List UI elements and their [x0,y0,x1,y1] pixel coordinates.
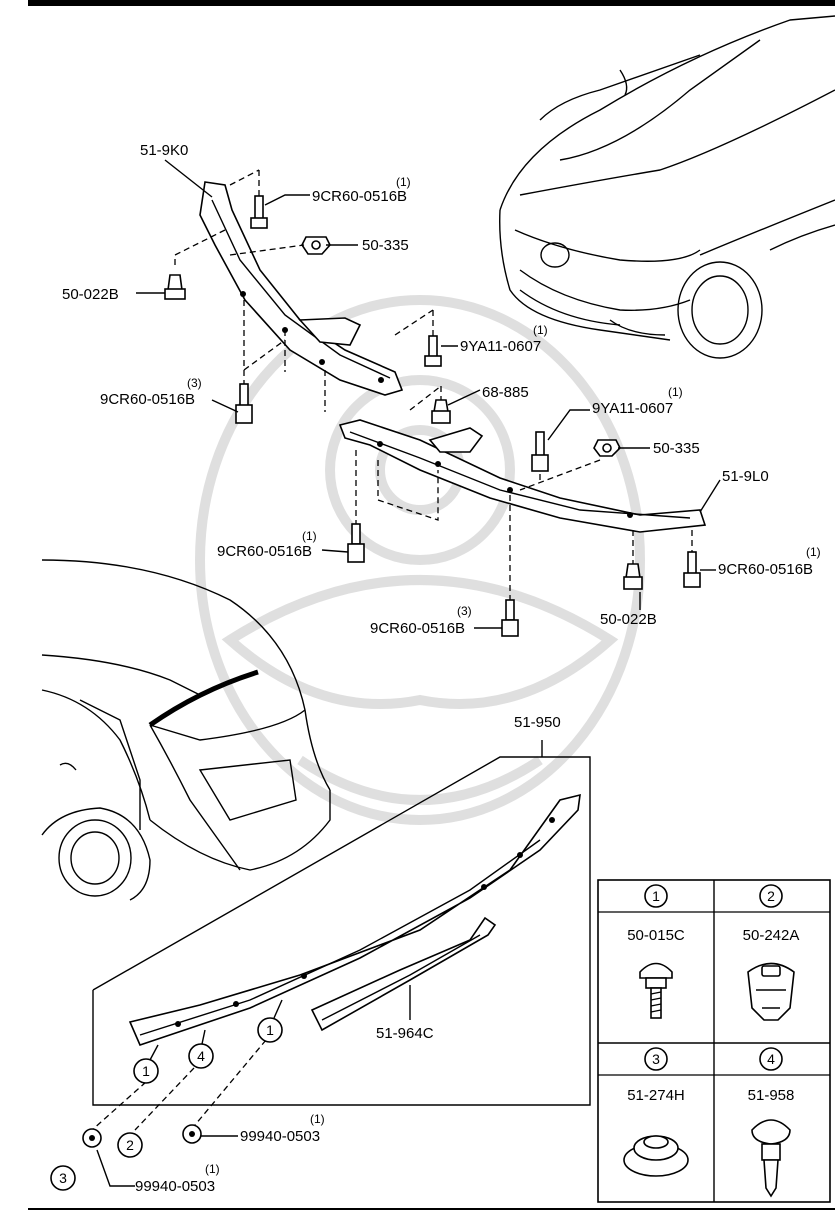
label-cap-b: 99940-0503 [135,1178,215,1195]
qty-screw-right: (1) [668,385,683,399]
label-bolt-far-right: 9CR60-0516B [718,561,813,578]
rear-car-illustration [41,559,331,901]
qty-bolt-center: (1) [302,529,317,543]
callout-circle: 4 [188,1043,214,1069]
clip-icon [164,274,186,300]
qty-bolt-tl: (1) [396,175,411,189]
legend-cell-3: 3 51-274H [623,1047,689,1177]
cap-icon [82,1128,102,1148]
label-bolt-center: 9CR60-0516B [217,543,312,560]
qty-cap-b: (1) [205,1162,220,1176]
legend-number: 4 [767,1051,775,1067]
clip-icon [623,563,643,590]
label-nut-right: 50-335 [653,440,700,457]
qty-cap-a: (1) [310,1112,325,1126]
bolt-icon [683,551,701,588]
legend-cell-2: 2 50-242A [743,884,800,1021]
svg-text:3: 3 [59,1170,67,1186]
cap-fasteners [82,1124,202,1148]
legend-cell-1: 1 50-015C [627,884,685,1019]
label-brace-51-964C: 51-964C [376,1025,434,1042]
screw-icon [424,335,442,367]
label-cap-a: 99940-0503 [240,1128,320,1145]
bolt-icon [250,195,268,229]
svg-text:1: 1 [142,1063,150,1079]
shield-51-9K0 [199,181,404,396]
nut-icon [593,439,621,457]
label-screw-right: 9YA11-0607 [592,400,673,417]
svg-text:4: 4 [197,1048,205,1064]
label-clip-right: 50-022B [600,611,657,628]
alignment-lines-upper [174,169,693,600]
legend-part-number: 51-274H [627,1087,685,1104]
label-shield-51-9K0: 51-9K0 [140,142,188,159]
label-clip-mid: 68-885 [482,384,529,401]
callouts-lower: 1 4 1 2 3 [50,1017,283,1191]
legend-number: 1 [652,888,660,904]
spoiler-group [92,756,591,1106]
top-border [28,0,835,6]
push-rivet-icon [639,962,673,1019]
fastener-legend-table: 1 50-015C 2 50-242A 3 51-274H [597,879,831,1203]
callout-circle: 1 [257,1017,283,1043]
qty-bolt-far-right: (1) [806,545,821,559]
watermark-emblem [195,295,645,825]
callout-circle: 3 [50,1165,76,1191]
qty-bolt-left-low: (3) [187,376,202,390]
leader-lines-lower [91,740,543,1187]
label-bolt-tl: 9CR60-0516B [312,188,407,205]
labels-lower: 51-950 51-964C (1) 99940-0503 (1) 99940-… [135,714,561,1195]
label-spoiler-51-950: 51-950 [514,714,561,731]
bottom-border [28,1208,835,1210]
nut-icon [301,236,331,255]
clip-icon [431,399,451,424]
svg-text:2: 2 [126,1137,134,1153]
label-nut-top: 50-335 [362,237,409,254]
bolt-icon [347,523,365,563]
legend-part-number: 51-958 [748,1087,795,1104]
shield-51-9L0 [338,419,707,533]
screw-icon [531,431,549,472]
legend-number: 3 [652,1051,660,1067]
label-clip-left: 50-022B [62,286,119,303]
square-grommet-icon [747,962,795,1021]
legend-number: 2 [767,888,775,904]
fastener-bolts-upper [164,195,701,637]
bolt-icon [501,599,519,637]
qty-bolt-bottom: (3) [457,604,472,618]
legend-part-number: 50-015C [627,927,685,944]
label-bolt-bottom: 9CR60-0516B [370,620,465,637]
callout-circle: 2 [117,1132,143,1158]
leader-lines-upper [136,159,721,629]
labels-upper: 51-9K0 (1) 9CR60-0516B 50-335 50-022B (1… [62,142,821,637]
label-shield-51-9L0: 51-9L0 [722,468,769,485]
label-bolt-left-low: 9CR60-0516B [100,391,195,408]
legend-part-number: 50-242A [743,927,800,944]
callout-circle: 1 [133,1058,159,1084]
cap-icon [182,1124,202,1144]
label-screw-mid: 9YA11-0607 [460,338,541,355]
svg-text:1: 1 [266,1022,274,1038]
clip-rivet-icon [751,1119,791,1198]
legend-cell-4: 4 51-958 [748,1047,795,1198]
front-car-illustration [499,15,835,359]
qty-screw-mid: (1) [533,323,548,337]
round-grommet-icon [623,1135,689,1177]
